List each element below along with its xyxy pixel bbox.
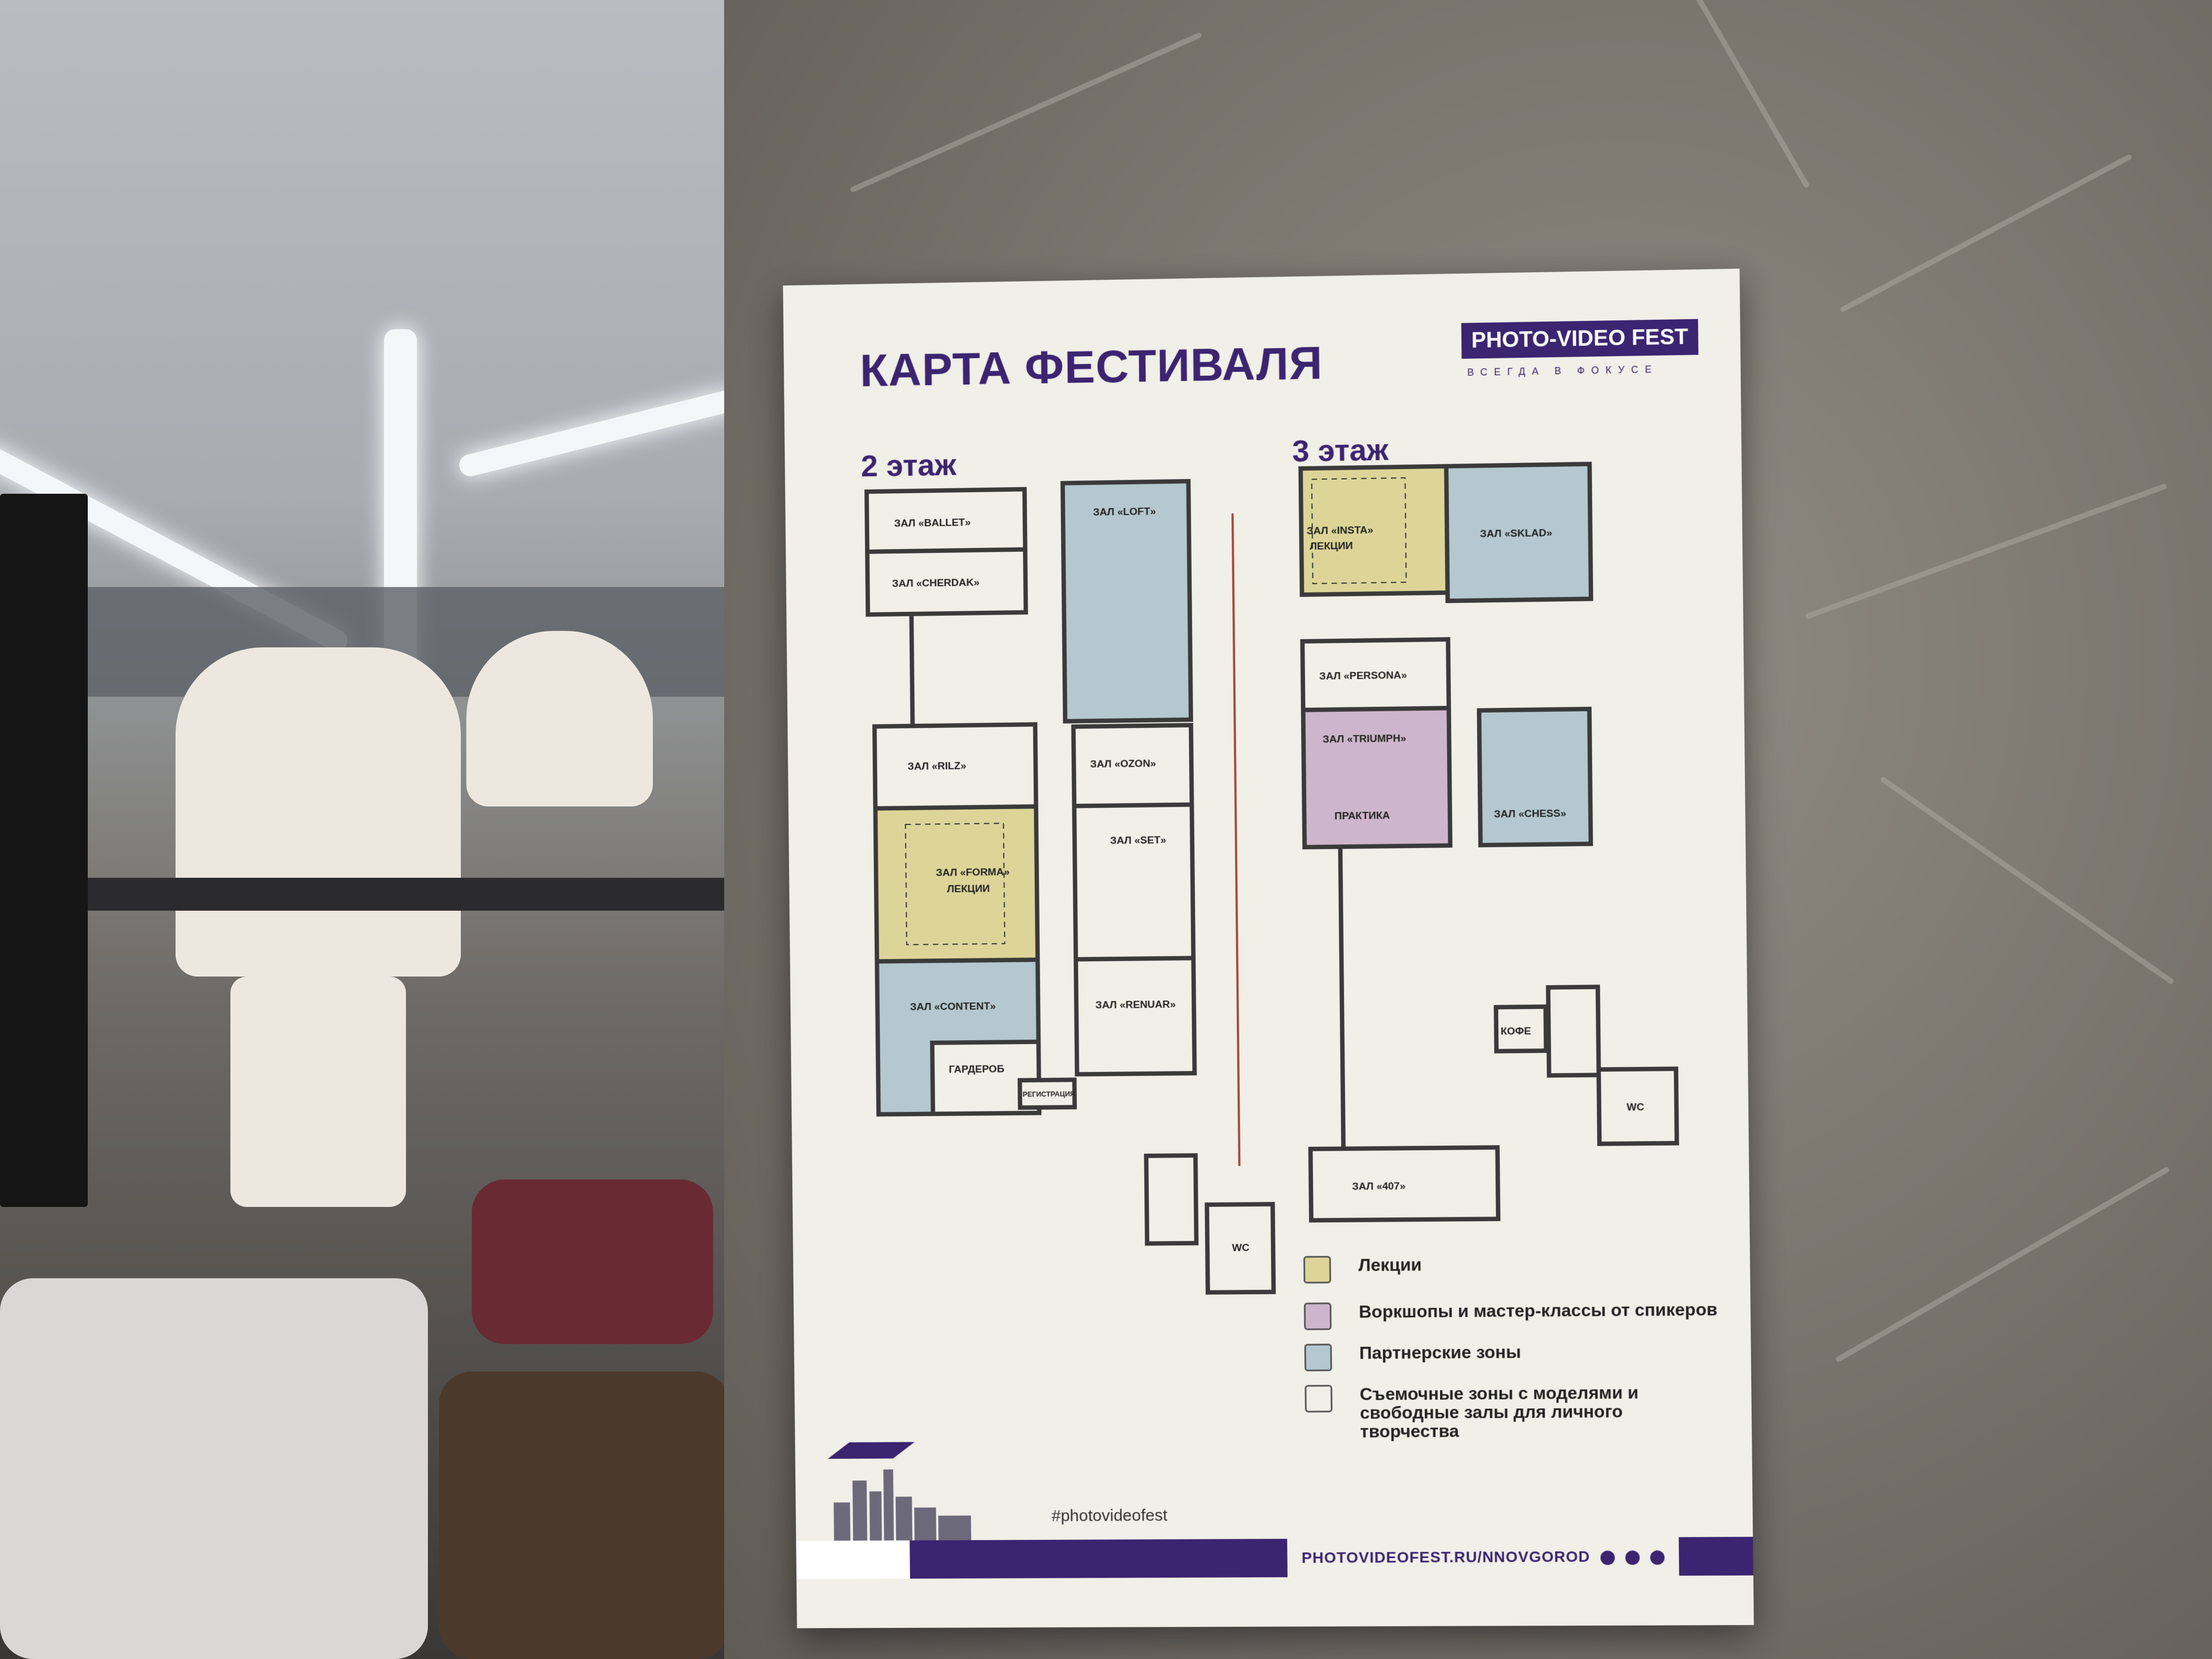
room-wc-3 xyxy=(1599,1069,1677,1144)
city-skyline xyxy=(827,1442,972,1541)
person-figure xyxy=(176,647,461,977)
wall-texture xyxy=(849,32,1203,193)
label-cherdak: ЗАЛ «CHERDAK» xyxy=(892,577,980,589)
stairs-3 xyxy=(1548,987,1599,1075)
wall-texture xyxy=(1835,1166,2170,1363)
floor-divider xyxy=(1232,514,1241,1167)
background-scene xyxy=(0,0,730,1659)
room-forma xyxy=(876,806,1038,961)
room-coffee xyxy=(1496,1007,1546,1051)
wall-texture xyxy=(1668,0,1810,189)
bag xyxy=(472,1180,713,1344)
room-registration xyxy=(1020,1080,1075,1108)
wall-texture xyxy=(1879,776,2175,985)
label-persona: ЗАЛ «PERSONA» xyxy=(1319,669,1407,682)
room-loft xyxy=(1063,481,1191,721)
room-insta xyxy=(1301,466,1448,595)
room-rilz xyxy=(874,724,1036,808)
legend-swatch xyxy=(1304,1302,1332,1330)
label-rilz: ЗАЛ «RILZ» xyxy=(907,760,966,772)
label-chess: ЗАЛ «CHESS» xyxy=(1494,808,1566,820)
hashtag: #photovideofest xyxy=(1051,1506,1168,1525)
room-persona xyxy=(1302,639,1449,710)
telegram-icon xyxy=(1625,1550,1640,1565)
room-triumph xyxy=(1303,708,1450,848)
legend-label: Партнерские зоны xyxy=(1359,1342,1521,1363)
room-407 xyxy=(1311,1147,1498,1220)
label-loft: ЗАЛ «LOFT» xyxy=(1093,506,1156,518)
label-insta-sub: ЛЕКЦИИ xyxy=(1310,540,1353,552)
room-wc-2 xyxy=(1207,1204,1274,1293)
legend-partners: Партнерские зоны xyxy=(1304,1341,1723,1372)
label-triumph: ЗАЛ «TRIUMPH» xyxy=(1323,733,1407,746)
legend-swatch xyxy=(1305,1385,1333,1413)
website-url: PHOTOVIDEOFEST.RU/NNOVGOROD xyxy=(1301,1548,1590,1566)
label-wc-3: WC xyxy=(1627,1102,1644,1113)
monitor xyxy=(0,494,88,1207)
legend-label: Съемочные зоны с моделями и свободные за… xyxy=(1359,1383,1639,1442)
legend-label: Лекции xyxy=(1358,1254,1422,1275)
label-garderob: ГАРДЕРОБ xyxy=(949,1063,1004,1075)
label-wc-2: WC xyxy=(1232,1242,1250,1254)
makeup-table xyxy=(82,878,730,911)
legend-shooting-zones: Съемочные зоны с моделями и свободные за… xyxy=(1305,1383,1669,1441)
legend-workshops: Воркшопы и мастер-классы от спикеров xyxy=(1304,1299,1757,1330)
wall-texture xyxy=(1839,153,2133,313)
room-garderob xyxy=(932,1042,1039,1114)
footer-url: PHOTOVIDEOFEST.RU/NNOVGOROD xyxy=(1287,1537,1679,1577)
corridor-3 xyxy=(1340,847,1344,1148)
label-ozon: ЗАЛ «OZON» xyxy=(1090,758,1156,770)
festival-map-poster: КАРТА ФЕСТИВАЛЯ PHOTO-VIDEO FEST ВСЕГДА … xyxy=(783,268,1757,1628)
social-icon xyxy=(1650,1550,1664,1565)
room-chess xyxy=(1479,709,1591,845)
wall-texture xyxy=(1804,483,2168,620)
label-coffee: КОФЕ xyxy=(1500,1025,1531,1037)
label-content: ЗАЛ «CONTENT» xyxy=(910,1001,996,1013)
room-set xyxy=(1074,805,1193,960)
person-figure xyxy=(230,977,406,1207)
legend-label: Воркшопы и мастер-классы от спикеров xyxy=(1358,1299,1718,1322)
legend-lectures: Лекции xyxy=(1303,1253,1723,1284)
label-ballet: ЗАЛ «BALLET» xyxy=(894,517,971,529)
room-cherdak xyxy=(867,549,1026,614)
fabric xyxy=(439,1372,730,1659)
label-407: ЗАЛ «407» xyxy=(1352,1181,1406,1193)
legend-swatch xyxy=(1303,1256,1331,1284)
stairs-2 xyxy=(1146,1155,1196,1244)
person-figure xyxy=(466,631,653,806)
room-ballet xyxy=(867,489,1025,552)
vk-icon xyxy=(1600,1550,1615,1565)
label-registration: РЕГИСТРАЦИЯ xyxy=(1023,1090,1075,1098)
label-sklad: ЗАЛ «SKLAD» xyxy=(1480,527,1553,540)
corridor-2 xyxy=(911,614,912,726)
floor-plans: ЗАЛ «BALLET» ЗАЛ «CHERDAK» ЗАЛ «LOFT» ЗА… xyxy=(783,269,1754,1628)
room-sklad xyxy=(1446,464,1591,601)
label-forma-sub: ЛЕКЦИИ xyxy=(947,883,990,895)
ceiling-light xyxy=(456,388,730,479)
label-triumph-sub: ПРАКТИКА xyxy=(1334,810,1390,822)
bag xyxy=(0,1278,428,1659)
legend-swatch xyxy=(1304,1344,1333,1372)
label-renuar: ЗАЛ «RENUAR» xyxy=(1096,999,1176,1011)
label-set: ЗАЛ «SET» xyxy=(1110,834,1166,847)
label-forma: ЗАЛ «FORMA» xyxy=(936,866,1009,879)
label-insta: ЗАЛ «INSTA» xyxy=(1307,524,1373,537)
room-renuar xyxy=(1076,958,1194,1074)
room-ozon xyxy=(1074,725,1192,806)
